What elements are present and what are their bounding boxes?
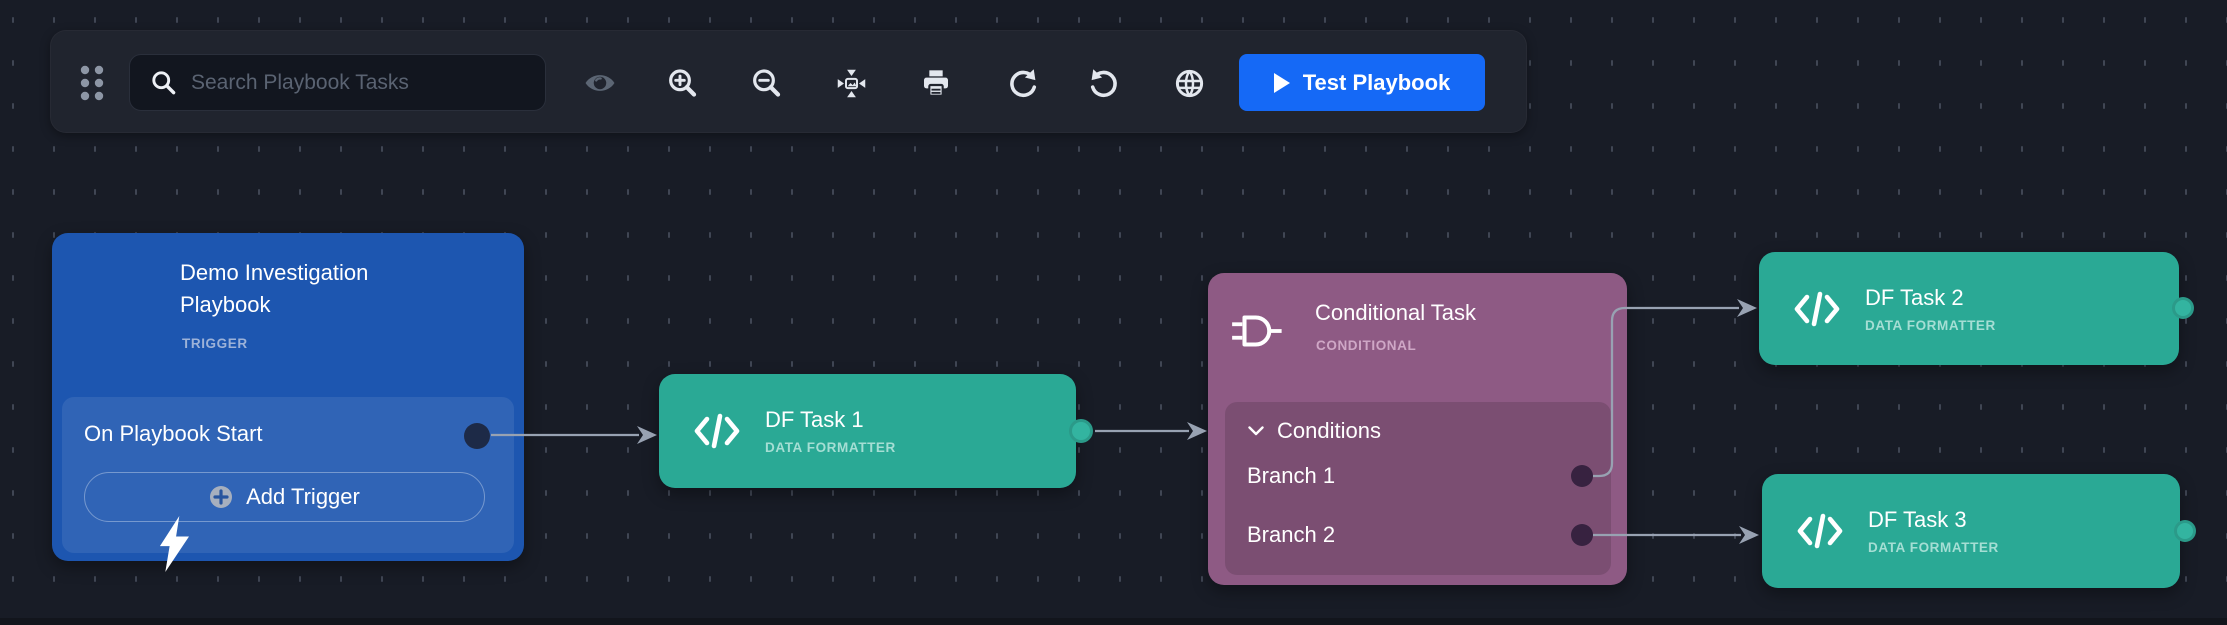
play-icon <box>1273 72 1290 93</box>
undo-icon <box>1090 68 1117 97</box>
printer-icon <box>924 70 948 97</box>
arrowhead <box>1187 422 1207 440</box>
globe-button[interactable] <box>1169 63 1209 103</box>
arrowhead <box>1739 526 1759 544</box>
add-trigger-label: Add Trigger <box>246 484 360 509</box>
logic-gate-icon <box>1232 315 1282 347</box>
canvas-bottom-edge <box>0 618 2227 625</box>
redo-icon <box>1009 68 1036 97</box>
node-conditional[interactable]: Conditional Task CONDITIONAL Conditions … <box>1208 273 1627 585</box>
undo-button[interactable] <box>1085 63 1125 103</box>
fit-to-screen-icon <box>837 69 865 97</box>
node-title: DF Task 1 <box>765 407 864 432</box>
chevron-down-icon <box>1248 426 1264 436</box>
output-port-df1[interactable] <box>1069 419 1093 443</box>
code-icon <box>694 413 740 449</box>
node-title: Demo Investigation Playbook <box>180 260 369 317</box>
print-button[interactable] <box>916 63 956 103</box>
node-type-label: DATA FORMATTER <box>765 440 896 455</box>
fit-to-screen-button[interactable] <box>831 63 871 103</box>
zoom-in-icon <box>669 69 697 97</box>
zoom-out-button[interactable] <box>746 63 786 103</box>
globe-icon <box>1175 69 1203 97</box>
node-type-label: TRIGGER <box>182 336 248 351</box>
output-port-df2[interactable] <box>2172 297 2194 319</box>
conditions-panel: Conditions Branch 1 Branch 2 <box>1225 402 1611 575</box>
node-type-label: DATA FORMATTER <box>1868 540 1999 555</box>
lightning-bolt-icon <box>159 516 189 572</box>
node-title: DF Task 3 <box>1868 507 1967 532</box>
conditions-header[interactable]: Conditions <box>1248 418 1381 444</box>
output-port-trigger[interactable] <box>464 423 490 449</box>
arrowhead <box>1737 299 1757 317</box>
arrowhead <box>637 426 657 444</box>
node-type-label: DATA FORMATTER <box>1865 317 1996 333</box>
conditions-label: Conditions <box>1277 418 1381 443</box>
output-port-branch-1[interactable] <box>1571 465 1593 487</box>
output-port-branch-2[interactable] <box>1571 524 1593 546</box>
add-trigger-button[interactable]: Add Trigger <box>84 472 485 522</box>
zoom-out-icon <box>753 69 781 97</box>
branch-2-row[interactable]: Branch 2 <box>1247 522 1336 547</box>
code-icon <box>1794 291 1840 326</box>
search-icon <box>152 71 176 95</box>
editor-toolbar: Test Playbook <box>50 30 1527 133</box>
test-playbook-button[interactable]: Test Playbook <box>1239 54 1485 111</box>
redo-button[interactable] <box>1001 63 1041 103</box>
output-port-df3[interactable] <box>2174 520 2196 542</box>
drag-handle-icon[interactable] <box>77 64 107 102</box>
eye-icon <box>585 75 615 91</box>
trigger-row-label: On Playbook Start <box>84 421 263 446</box>
trigger-panel: On Playbook Start Add Trigger <box>62 397 514 553</box>
search-field <box>129 54 546 111</box>
node-title: Conditional Task <box>1315 300 1477 325</box>
node-df-task-2[interactable]: DF Task 2 DATA FORMATTER <box>1759 252 2179 365</box>
code-icon <box>1797 513 1843 549</box>
plus-circle-icon <box>210 486 233 508</box>
node-df-task-3[interactable]: DF Task 3 DATA FORMATTER <box>1762 474 2180 588</box>
test-playbook-label: Test Playbook <box>1302 69 1451 95</box>
zoom-in-button[interactable] <box>662 63 702 103</box>
visibility-button[interactable] <box>580 63 620 103</box>
node-df-task-1[interactable]: DF Task 1 DATA FORMATTER <box>659 374 1076 488</box>
branch-1-row[interactable]: Branch 1 <box>1247 463 1336 488</box>
node-title: DF Task 2 <box>1865 284 1964 310</box>
search-input[interactable] <box>191 55 545 110</box>
node-trigger[interactable]: Demo Investigation Playbook TRIGGER On P… <box>52 233 524 572</box>
node-type-label: CONDITIONAL <box>1316 338 1417 353</box>
